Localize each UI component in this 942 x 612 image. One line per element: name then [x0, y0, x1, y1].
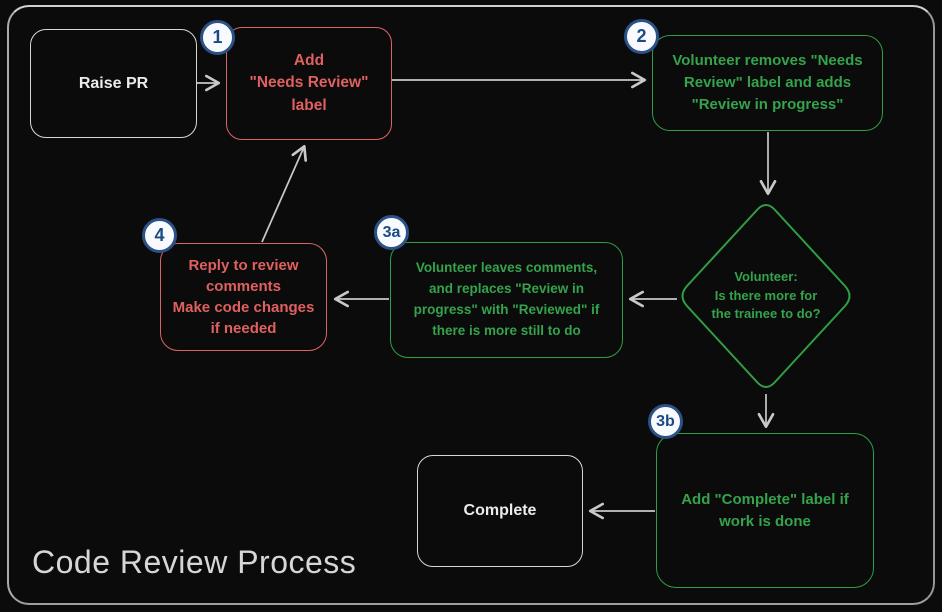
node-decision-label-box: Volunteer: Is there more for the trainee… — [676, 246, 856, 346]
node-step3a-volunteer-comments: Volunteer leaves comments, and replaces … — [390, 242, 623, 358]
node-complete-label: Complete — [463, 502, 537, 520]
node-complete: Complete — [417, 455, 583, 567]
step-badge-1-label: 1 — [212, 27, 223, 47]
step-badge-4-label: 4 — [154, 225, 165, 245]
node-step3b-add-complete: Add "Complete" label if work is done — [656, 433, 874, 588]
step-badge-1: 1 — [200, 20, 235, 55]
step-badge-3b-label: 3b — [656, 412, 675, 430]
step-badge-2: 2 — [624, 19, 659, 54]
node-step3a-label: Volunteer leaves comments, and replaces … — [413, 260, 600, 338]
node-raise-pr-label: Raise PR — [78, 74, 149, 92]
node-step2-volunteer-removes: Volunteer removes "Needs Review" label a… — [652, 35, 883, 131]
node-decision-label: Volunteer: Is there more for the trainee… — [711, 268, 821, 322]
step-badge-3a-label: 3a — [382, 223, 401, 241]
step-badge-3b: 3b — [648, 404, 683, 439]
node-step4-reply-comments: Reply to review comments Make code chang… — [160, 243, 327, 351]
decision-diamond-shape — [681, 204, 851, 388]
arrow-step4-to-step1 — [261, 144, 308, 243]
node-step2-label: Volunteer removes "Needs Review" label a… — [672, 52, 863, 113]
node-step1-add-needs-review: Add "Needs Review" label — [226, 27, 392, 140]
step-badge-3a: 3a — [374, 215, 409, 250]
step-badge-2-label: 2 — [636, 26, 647, 46]
node-step4-label: Reply to review comments Make code chang… — [172, 257, 315, 337]
node-step3b-label: Add "Complete" label if work is done — [681, 490, 849, 530]
node-raise-pr: Raise PR — [30, 29, 197, 138]
node-step1-label: Add "Needs Review" label — [249, 51, 369, 114]
step-badge-4: 4 — [142, 218, 177, 253]
diagram-title: Code Review Process — [32, 544, 357, 580]
